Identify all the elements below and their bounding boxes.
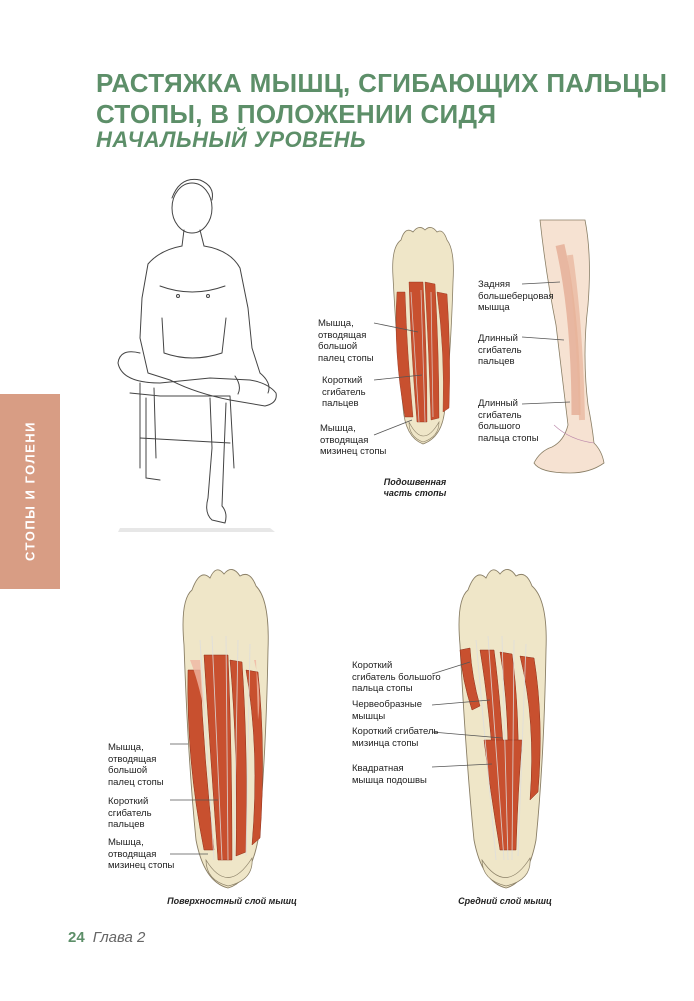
superficial-leader-lines — [170, 743, 218, 855]
middle-leader-lines — [431, 661, 503, 768]
page-number: 24 — [68, 929, 85, 946]
seated-man-illustration — [117, 178, 277, 532]
superficial-foot-illustration — [182, 569, 269, 889]
plantar-leader-lines — [373, 322, 423, 436]
middle-foot-illustration — [458, 569, 547, 889]
title-line-2: СТОПЫ, В ПОЛОЖЕНИИ СИДЯ — [96, 99, 497, 129]
section-side-tab: СТОПЫ И ГОЛЕНИ — [0, 394, 60, 589]
lower-leg-illustration — [533, 219, 605, 474]
superficial-caption: Поверхностный слой мышц — [167, 896, 297, 906]
page-title: РАСТЯЖКА МЫШЦ, СГИБАЮЩИХ ПАЛЬЦЫ СТОПЫ, В… — [96, 68, 668, 130]
middle-caption: Средний слой мышц — [458, 896, 552, 906]
page-subtitle: НАЧАЛЬНЫЙ УРОВЕНЬ — [96, 127, 367, 152]
leg-leader-lines — [521, 281, 571, 405]
side-tab-label: СТОПЫ И ГОЛЕНИ — [22, 421, 38, 561]
page-footer: 24 Глава 2 — [68, 929, 145, 946]
chapter-label: Глава 2 — [92, 929, 146, 946]
plantar-foot-illustration — [392, 227, 454, 445]
title-line-1: РАСТЯЖКА МЫШЦ, СГИБАЮЩИХ ПАЛЬЦЫ — [96, 68, 668, 98]
